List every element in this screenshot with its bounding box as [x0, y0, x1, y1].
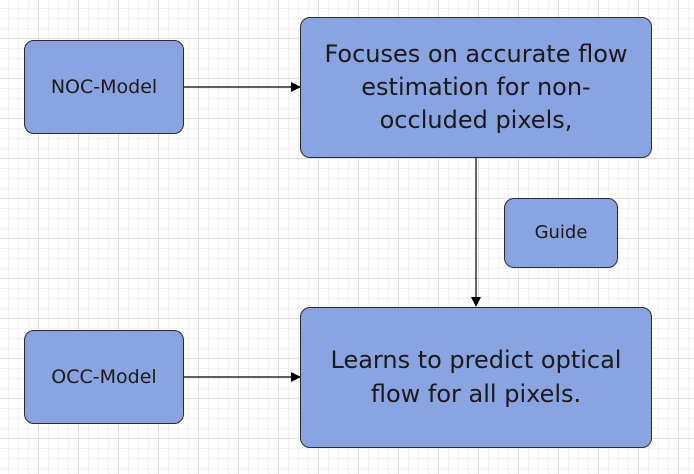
noc-model-label: NOC-Model — [50, 75, 158, 98]
occ-model-label: OCC-Model — [51, 365, 157, 388]
occ-description-node[interactable]: Learns to predict optical flow for all p… — [300, 307, 652, 448]
noc-description-text: Focuses on accurate flow estimation for … — [324, 39, 628, 135]
noc-description-node[interactable]: Focuses on accurate flow estimation for … — [300, 17, 652, 158]
guide-node[interactable]: Guide — [504, 198, 618, 268]
occ-model-node[interactable]: OCC-Model — [24, 330, 184, 424]
occ-description-text: Learns to predict optical flow for all p… — [330, 346, 622, 408]
guide-label: Guide — [534, 222, 588, 244]
noc-model-node[interactable]: NOC-Model — [24, 40, 184, 134]
